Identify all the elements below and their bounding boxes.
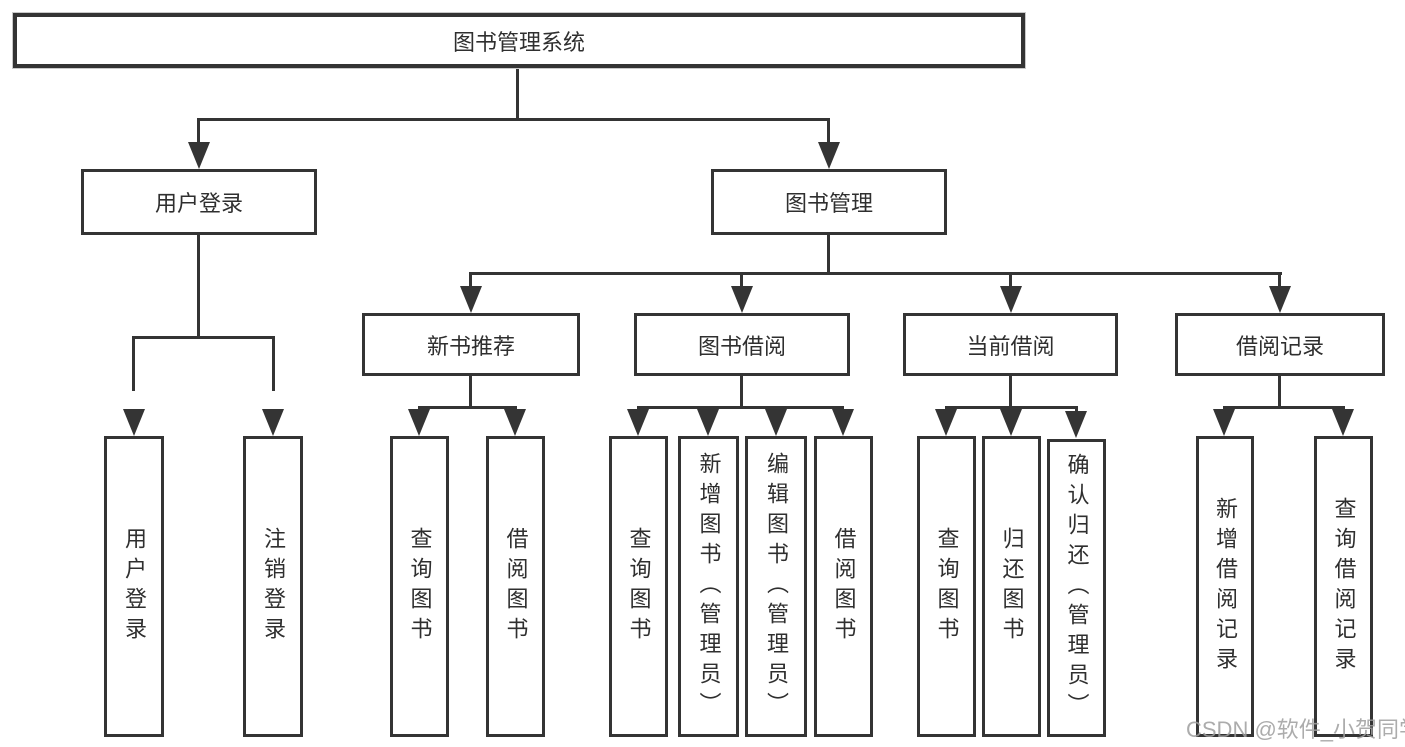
- leaf-query-books-current: 查询图书: [917, 436, 976, 737]
- connector-hline: [637, 406, 844, 409]
- arrowhead-down-icon: [697, 409, 719, 436]
- leaf-edit-book-admin-label: 编辑图书（管理员）: [764, 451, 789, 722]
- connector-vline: [197, 118, 200, 146]
- arrowhead-down-icon: [1000, 286, 1022, 313]
- leaf-borrow-books-recommend: 借阅图书: [486, 436, 545, 737]
- arrowhead-down-icon: [1000, 409, 1022, 436]
- connector-vline: [132, 336, 135, 391]
- arrowhead-down-icon: [1065, 411, 1087, 438]
- node-book-management-label: 图书管理: [784, 191, 873, 216]
- leaf-confirm-return-admin: 确认归还（管理员）: [1047, 439, 1106, 737]
- connector-vline: [1278, 272, 1281, 290]
- leaf-return-books-label: 归还图书: [999, 526, 1025, 647]
- leaf-return-books: 归还图书: [982, 436, 1041, 737]
- connector-hline: [132, 336, 275, 339]
- leaf-borrow-books-borrowing-label: 借阅图书: [831, 526, 857, 647]
- leaf-add-book-admin: 新增图书（管理员）: [678, 436, 739, 737]
- arrowhead-down-icon: [935, 409, 957, 436]
- arrowhead-down-icon: [818, 142, 840, 169]
- arrowhead-down-icon: [731, 286, 753, 313]
- connector-hline: [1223, 406, 1345, 409]
- leaf-logout-login-label: 注销登录: [261, 526, 286, 647]
- node-book-borrowing: 图书借阅: [634, 313, 850, 376]
- connector-vline: [740, 272, 743, 290]
- leaf-user-login-label: 用户登录: [122, 526, 147, 647]
- node-borrowing-records: 借阅记录: [1175, 313, 1385, 376]
- arrowhead-down-icon: [765, 409, 787, 436]
- arrowhead-down-icon: [408, 409, 430, 436]
- leaf-query-books-recommend: 查询图书: [390, 436, 449, 737]
- leaf-confirm-return-admin-label: 确认归还（管理员）: [1064, 453, 1090, 723]
- connector-hline: [197, 118, 830, 121]
- node-current-borrowing-label: 当前借阅: [966, 333, 1055, 359]
- leaf-add-borrow-record-label: 新增借阅记录: [1213, 496, 1238, 677]
- node-user-login-label: 用户登录: [154, 191, 243, 216]
- leaf-query-borrow-record-label: 查询借阅记录: [1331, 496, 1357, 677]
- connector-vline: [1278, 376, 1281, 406]
- leaf-query-books-borrowing: 查询图书: [609, 436, 668, 737]
- leaf-borrow-books-recommend-label: 借阅图书: [503, 526, 529, 647]
- connector-vline: [516, 68, 519, 118]
- leaf-query-books-borrowing-label: 查询图书: [626, 526, 652, 647]
- leaf-query-borrow-record: 查询借阅记录: [1314, 436, 1373, 737]
- connector-vline: [272, 336, 275, 391]
- arrowhead-down-icon: [1213, 409, 1235, 436]
- node-user-login: 用户登录: [81, 169, 317, 235]
- leaf-user-login: 用户登录: [104, 436, 164, 737]
- arrowhead-down-icon: [262, 409, 284, 436]
- leaf-add-book-admin-label: 新增图书（管理员）: [696, 451, 722, 722]
- node-current-borrowing: 当前借阅: [903, 313, 1118, 376]
- connector-vline: [1075, 406, 1078, 414]
- connector-vline: [827, 118, 830, 146]
- leaf-add-borrow-record: 新增借阅记录: [1196, 436, 1254, 737]
- leaf-query-books-current-label: 查询图书: [934, 526, 960, 647]
- node-new-book-recommend: 新书推荐: [362, 313, 580, 376]
- leaf-logout-login: 注销登录: [243, 436, 303, 737]
- connector-vline: [469, 272, 472, 290]
- leaf-edit-book-admin: 编辑图书（管理员）: [745, 436, 807, 737]
- arrowhead-down-icon: [1332, 409, 1354, 436]
- connector-hline: [469, 272, 1282, 275]
- arrowhead-down-icon: [627, 409, 649, 436]
- connector-vline: [1009, 272, 1012, 290]
- arrowhead-down-icon: [832, 409, 854, 436]
- arrowhead-down-icon: [188, 142, 210, 169]
- arrowhead-down-icon: [504, 409, 526, 436]
- node-root: 图书管理系统: [13, 13, 1025, 68]
- connector-vline: [827, 235, 830, 272]
- connector-vline: [1009, 376, 1012, 406]
- arrowhead-down-icon: [460, 286, 482, 313]
- connector-vline: [469, 376, 472, 406]
- csdn-watermark: CSDN @软件_小贺同学: [1186, 717, 1405, 742]
- connector-vline: [197, 235, 200, 336]
- leaf-borrow-books-borrowing: 借阅图书: [814, 436, 873, 737]
- arrowhead-down-icon: [1269, 286, 1291, 313]
- arrowhead-down-icon: [123, 409, 145, 436]
- node-book-borrowing-label: 图书借阅: [697, 333, 786, 359]
- connector-hline: [418, 406, 517, 409]
- connector-vline: [740, 376, 743, 406]
- node-root-label: 图书管理系统: [452, 29, 585, 55]
- node-borrowing-records-label: 借阅记录: [1235, 333, 1324, 359]
- node-new-book-recommend-label: 新书推荐: [426, 333, 515, 359]
- node-book-management: 图书管理: [711, 169, 947, 235]
- leaf-query-books-recommend-label: 查询图书: [407, 526, 433, 647]
